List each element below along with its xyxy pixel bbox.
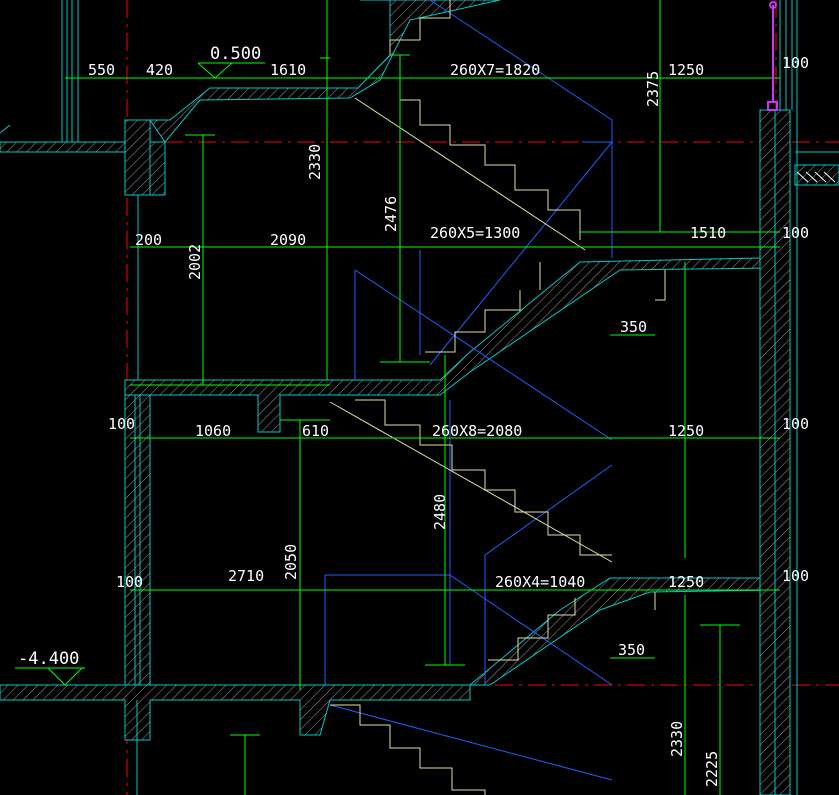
dim-top-1250: 1250: [668, 61, 704, 79]
dim-l4-steps: 260X4=1040: [495, 573, 585, 591]
dim-350-lower: 350: [618, 641, 645, 659]
level-lower: -4.400: [18, 649, 79, 669]
stair-step-profiles: [329, 0, 666, 795]
dim-350-upper: 350: [620, 318, 647, 336]
dim-top-steps: 260X7=1820: [450, 61, 540, 79]
dim-l4-100: 100: [116, 573, 143, 591]
dim-2330-bottom: 2330: [668, 721, 686, 757]
dim-l4-1250: 1250: [668, 573, 704, 591]
dim-1610: 1610: [270, 61, 306, 79]
dim-2225: 2225: [703, 751, 721, 787]
dim-610: 610: [302, 422, 329, 440]
dim-l4-100-right: 100: [782, 567, 809, 585]
dimension-labels: 550 420 1610 260X7=1820 1250 100 200 209…: [88, 54, 809, 659]
dim-l2-100: 100: [782, 224, 809, 242]
section-marker: [767, 1, 778, 111]
dim-2710: 2710: [228, 567, 264, 585]
dim-2050: 2050: [282, 544, 300, 580]
dim-1060: 1060: [195, 422, 231, 440]
level-upper: 0.500: [210, 44, 261, 64]
dim-2476: 2476: [382, 196, 400, 232]
dim-2090: 2090: [270, 231, 306, 249]
stair-flight-lines: [324, 0, 614, 781]
ground-slope-marks: [796, 171, 836, 183]
dim-550: 550: [88, 61, 115, 79]
dimension-lines: [65, 0, 780, 795]
dim-2480: 2480: [431, 494, 449, 530]
level-symbols: [15, 62, 265, 686]
dim-2375: 2375: [644, 71, 662, 107]
dim-l2-steps: 260X5=1300: [430, 224, 520, 242]
dim-1510: 1510: [690, 224, 726, 242]
dim-l3-100: 100: [108, 415, 135, 433]
dim-420: 420: [146, 61, 173, 79]
dim-l3-steps: 260X8=2080: [432, 422, 522, 440]
dim-2002: 2002: [186, 244, 204, 280]
dim-2330-top: 2330: [306, 144, 324, 180]
dim-top-100: 100: [782, 54, 809, 72]
vertical-dimension-labels: 2375 2330 2476 2002 2480 2050 2330 2225: [186, 71, 721, 787]
dim-200: 200: [135, 231, 162, 249]
dim-l3-100-right: 100: [782, 415, 809, 433]
level-labels: 0.500 -4.400: [18, 44, 261, 669]
dim-l3-1250: 1250: [668, 422, 704, 440]
